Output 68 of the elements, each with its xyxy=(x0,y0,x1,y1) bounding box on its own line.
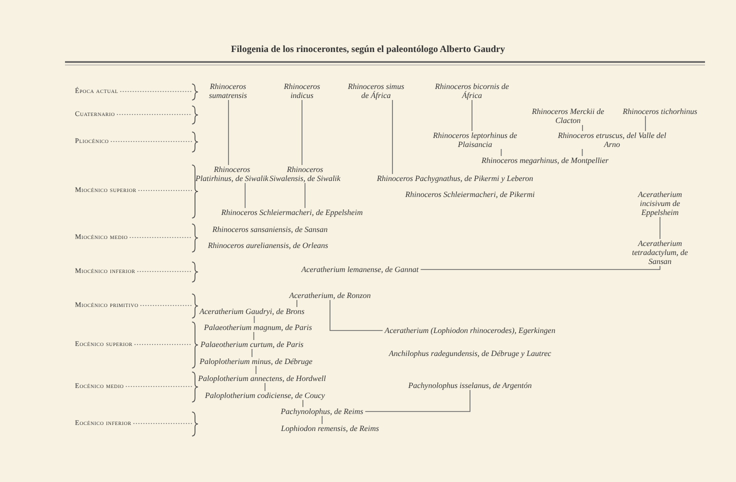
lineage-line xyxy=(244,182,246,208)
curly-brace xyxy=(192,84,198,100)
taxon-name: Pachynolophus, de Reims xyxy=(280,407,364,416)
taxon-name: Aceratherium lemanense, de Gannat xyxy=(301,265,419,274)
lineage-line xyxy=(302,400,304,408)
taxon-name: Rhinoceros Siwalensis, de Siwalik xyxy=(269,165,341,183)
curly-brace xyxy=(192,106,198,124)
dotted-leader-line xyxy=(110,141,192,142)
dotted-leader-line xyxy=(140,305,192,306)
taxon-name: Rhinoceros sumatrensis xyxy=(194,82,262,100)
taxon-name: Rhinoceros leptorhinus de Plaisancia xyxy=(429,131,521,149)
taxon-name: Rhinoceros Pachygnathus, de Pikermi y Leberon xyxy=(376,174,534,183)
taxon-name: Rhinoceros tichorhinus xyxy=(622,107,698,116)
taxon-name: Palaeotherium magnum, de Paris xyxy=(204,323,312,332)
taxon-name: Rhinoceros sansaniensis, de Sansan xyxy=(212,225,328,234)
lineage-line xyxy=(296,300,298,308)
taxon-name: Rhinoceros indicus xyxy=(274,82,330,100)
lineage-line xyxy=(364,390,470,412)
taxon-name: Rhinoceros simus de África xyxy=(344,82,408,100)
lineage-line xyxy=(304,182,306,208)
taxon-name: Rhinoceros Schleiermacheri, de Eppelsheim xyxy=(221,208,363,217)
lineage-line xyxy=(253,332,254,340)
dotted-leader-line xyxy=(129,237,192,238)
lineage-line xyxy=(264,382,266,392)
taxon-name: Paloplotherium annectens, de Hordwell xyxy=(198,374,326,383)
taxon-name: Aceratherium (Lophiodon rhinocerodes), Egerkingen xyxy=(384,326,556,335)
lineage-line xyxy=(582,148,583,156)
curly-brace xyxy=(192,322,198,368)
taxon-name: Anchilophus radegundensis, de Débruge y Lautrec xyxy=(388,349,552,358)
lineage-line xyxy=(392,100,393,174)
curly-brace xyxy=(192,294,198,318)
curly-brace xyxy=(192,372,198,402)
taxon-name: Rhinoceros etruscus, del Valle del Arno xyxy=(556,131,668,149)
taxon-name: Paloplotherium minus, de Débruge xyxy=(200,357,312,366)
taxon-name: Rhinoceros aurelianensis, de Orleans xyxy=(208,241,328,250)
taxon-name: Rhinoceros Schleiermacheri, de Pikermi xyxy=(405,190,535,199)
taxon-name: Palaeotherium curtum, de Paris xyxy=(200,340,304,349)
dotted-leader-line xyxy=(136,271,192,272)
dotted-leader-line xyxy=(116,114,192,115)
dotted-leader-line xyxy=(120,91,192,92)
taxon-name: Aceratherium Gaudryi, de Brons xyxy=(199,307,305,316)
lineage-line xyxy=(254,316,255,324)
dotted-leader-line xyxy=(138,190,192,191)
lineage-line xyxy=(644,116,646,132)
taxon-name: Aceratherium incisivum de Eppelsheim xyxy=(622,190,698,217)
lineage-line xyxy=(330,300,384,331)
dotted-leader-line xyxy=(134,344,192,345)
taxon-name: Aceratherium tetradactylum, de Sansan xyxy=(622,239,698,266)
curly-brace xyxy=(192,132,198,152)
title: Filogenia de los rinocerontes, según el paleontólogo Alberto Gaudry xyxy=(230,45,506,55)
taxon-name: Rhinoceros megarhinus, de Montpellier xyxy=(481,156,609,165)
lineage-line xyxy=(228,100,229,166)
curly-brace xyxy=(192,262,198,282)
curly-brace xyxy=(192,224,198,252)
taxon-name: Rhinoceros Platirhinus, de Siwalik xyxy=(195,165,269,183)
taxon-name: Pachynolophus isselanus, de Argentón xyxy=(408,381,532,390)
lineage-line xyxy=(420,266,660,270)
taxon-name: Rhinoceros Merckii de Clacton xyxy=(527,107,609,125)
dotted-leader-line xyxy=(125,386,192,387)
lineage-line xyxy=(322,416,323,424)
lineage-line xyxy=(582,124,583,132)
taxon-name: Rhinoceros bicornis de África xyxy=(434,82,510,100)
dotted-leader-line xyxy=(133,423,192,424)
taxon-name: Lophiodon remensis, de Reims xyxy=(281,424,379,433)
taxon-name: Aceratherium, de Ronzon xyxy=(289,291,371,300)
lineage-line xyxy=(500,148,502,156)
taxon-name: Paloplotherium codiciense, de Coucy xyxy=(205,391,325,400)
curly-brace xyxy=(192,412,198,436)
